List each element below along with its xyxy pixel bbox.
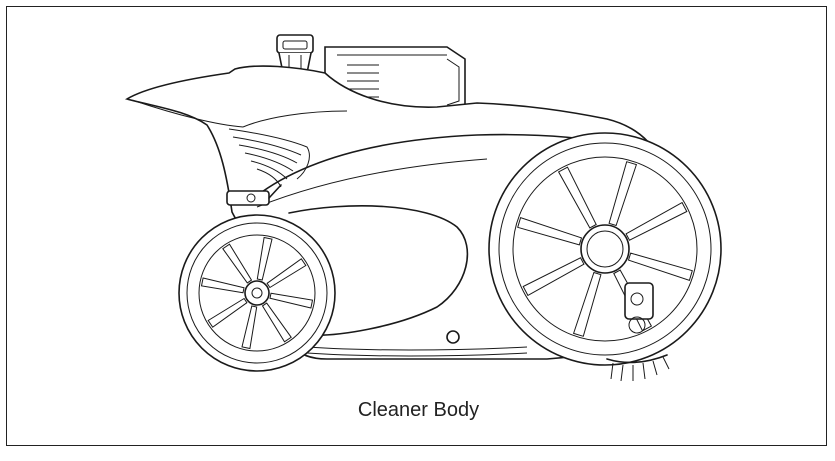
figure-frame: Cleaner Body [6,6,827,446]
wheel-spoke [200,277,245,294]
drive-gear [624,282,654,334]
front-wheel [178,214,336,372]
wheel-spoke [261,302,292,343]
front-wheel-spokes [200,236,314,350]
wheel-spoke [522,257,585,297]
wheel-spoke [222,243,253,284]
wheel-spoke [517,216,583,246]
rear-wheel [488,132,722,366]
wheel-spoke [625,201,688,241]
axle-bracket [226,184,282,206]
wheel-spoke [266,258,307,289]
wheel-spoke [256,236,273,281]
wheel-spoke [207,297,248,328]
wheel-spoke [627,252,693,282]
wheel-spoke [608,161,638,227]
brush [606,354,670,382]
cleaner-body-illustration [124,34,722,382]
wheel-spoke [557,166,597,229]
wheel-spoke [269,292,314,309]
hose-fins [228,128,310,188]
wheel-spoke [572,271,602,337]
figure-caption: Cleaner Body [357,399,480,421]
wheel-spoke [241,305,258,350]
